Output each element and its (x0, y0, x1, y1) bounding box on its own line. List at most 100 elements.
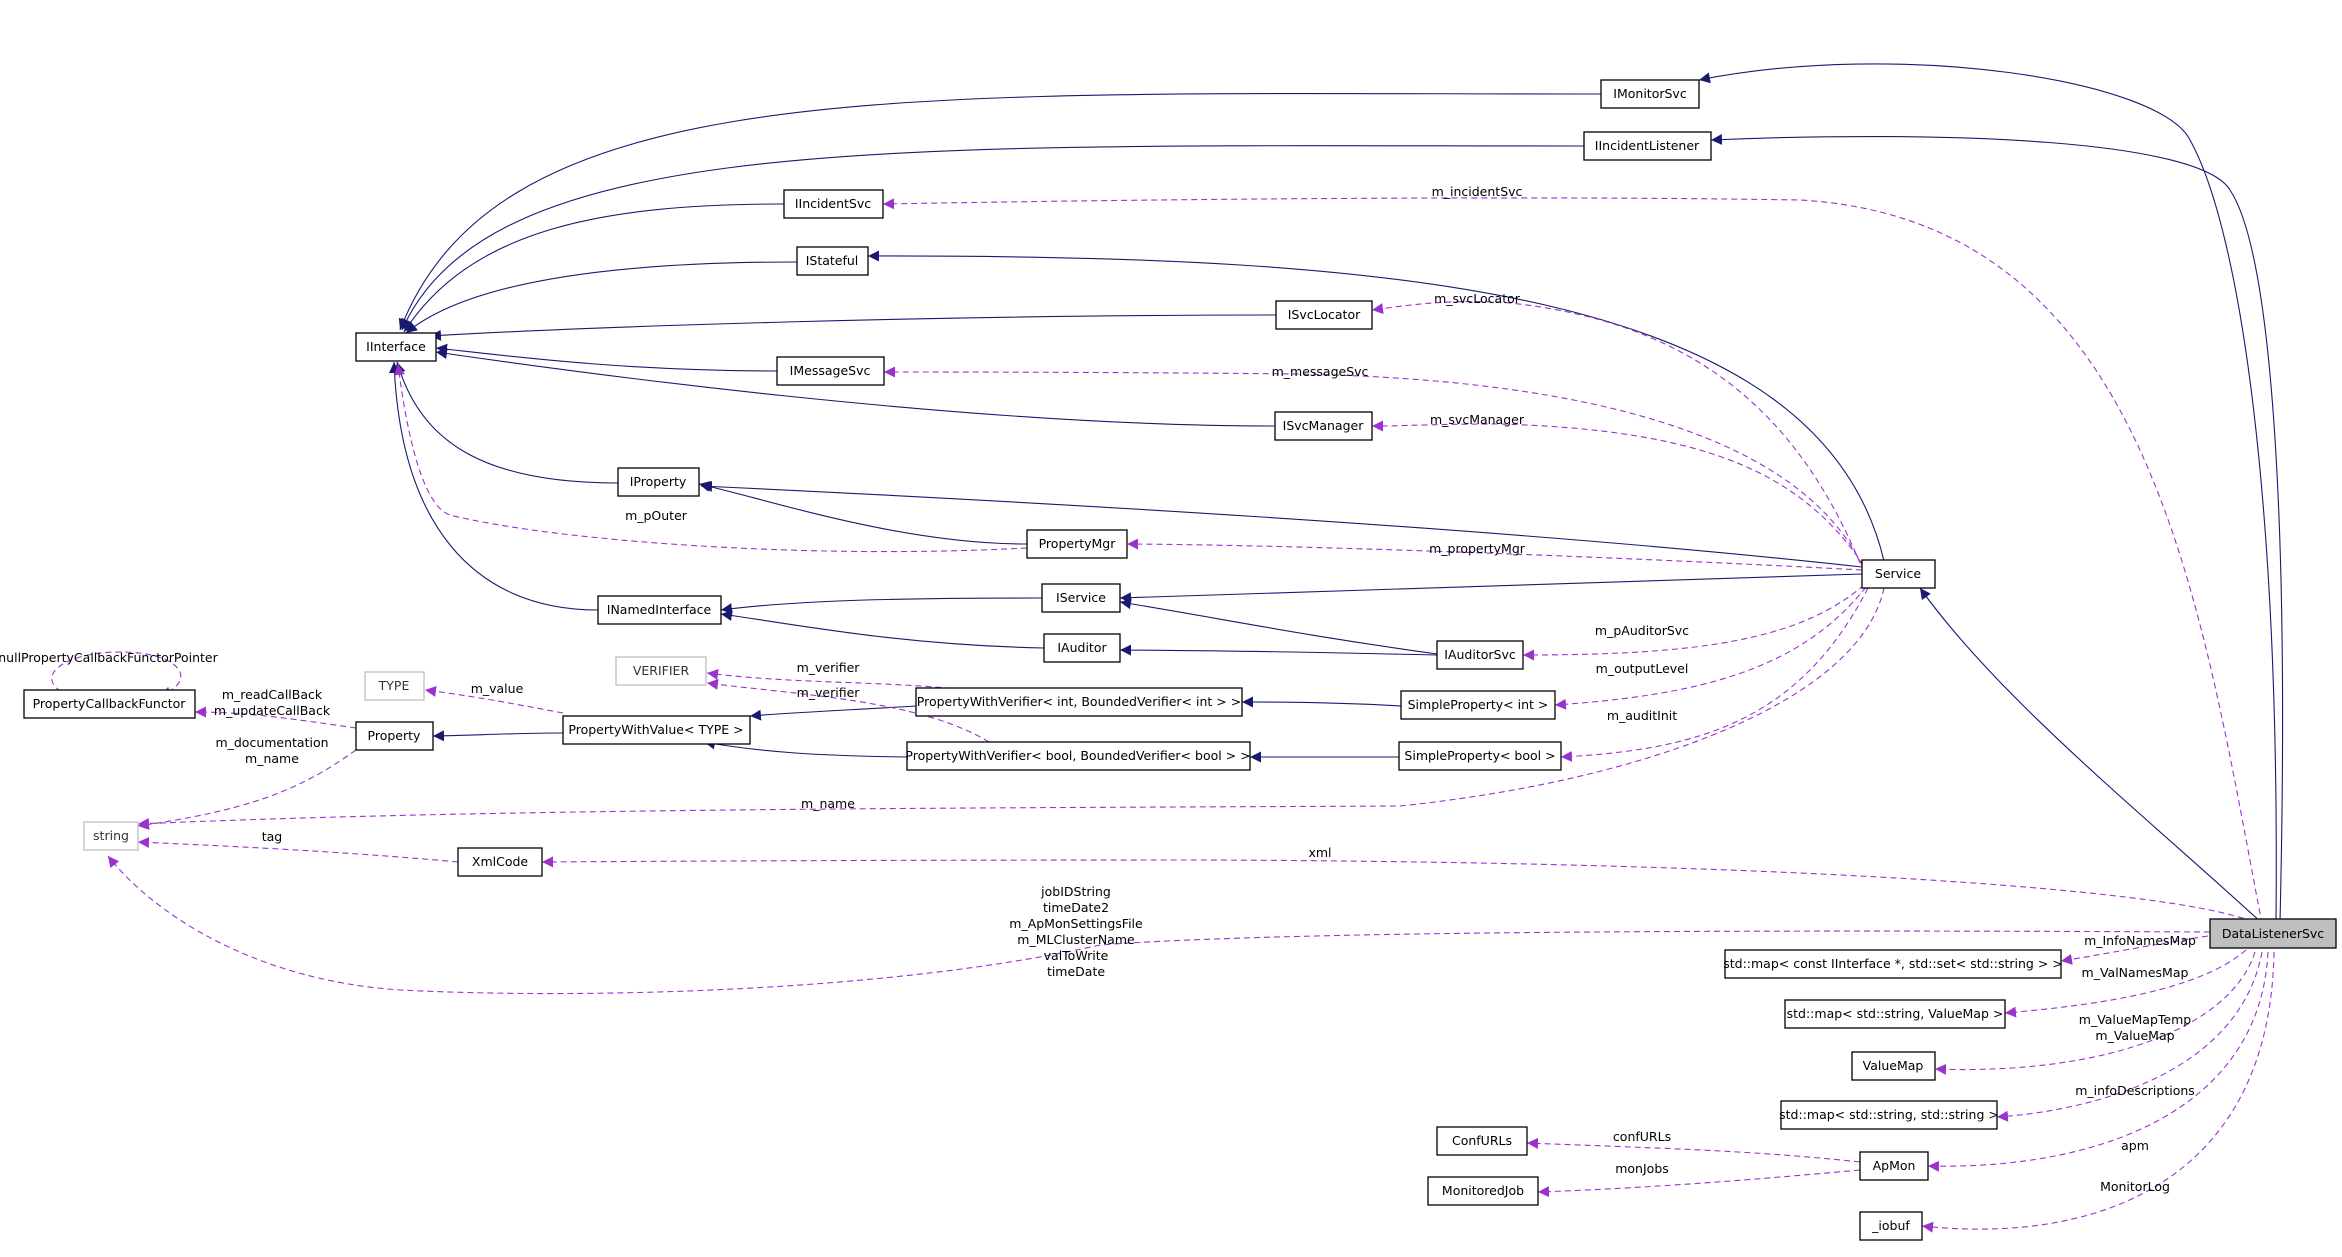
edge-label-m-name-property: m_name (245, 751, 299, 766)
node-label: IMessageSvc (790, 363, 871, 378)
edge-jobid (107, 855, 2211, 995)
node-propertywithverifier-int[interactable]: PropertyWithVerifier< int, BoundedVerifi… (915, 687, 1243, 717)
node-imessagesvc[interactable]: IMessageSvc (776, 356, 885, 386)
node-valuemap[interactable]: ValueMap (1851, 1051, 1936, 1081)
edge-propertymgr-iproperty (698, 481, 1028, 545)
edge-label-m-propertymgr: m_propertyMgr (1429, 541, 1526, 556)
edge-infodescriptions (1996, 951, 2263, 1122)
node-iincidentlistener[interactable]: IIncidentListener (1583, 131, 1712, 161)
node-label: ISvcLocator (1288, 307, 1361, 322)
node-simpleproperty-bool[interactable]: SimpleProperty< bool > (1398, 741, 1562, 771)
usage-edges (51, 197, 2275, 1233)
node-type[interactable]: TYPE (364, 671, 425, 701)
node-xmlcode[interactable]: XmlCode (457, 847, 543, 877)
node-propertycallbackfunctor[interactable]: PropertyCallbackFunctor (23, 689, 196, 719)
edge-label-jobidstring: jobIDString (1040, 884, 1111, 899)
node-label: PropertyWithValue< TYPE > (568, 722, 743, 737)
node-propertywithverifier-bool[interactable]: PropertyWithVerifier< bool, BoundedVerif… (905, 741, 1251, 771)
node-label: IProperty (630, 474, 687, 489)
edge-imessagesvc-iinterface (435, 343, 778, 372)
edge-label-m-infonamesmap: m_InfoNamesMap (2084, 933, 2196, 948)
node-inamedinterface[interactable]: INamedInterface (597, 595, 722, 625)
node-verifier[interactable]: VERIFIER (615, 656, 707, 686)
node-propertymgr[interactable]: PropertyMgr (1026, 529, 1128, 559)
node-iauditorsvc[interactable]: IAuditorSvc (1436, 640, 1524, 670)
edge-imonitorsvc-iinterface (398, 92, 1602, 331)
edge-m-documentation (137, 749, 357, 830)
node-label: VERIFIER (633, 663, 690, 678)
node-label: PropertyWithVerifier< bool, BoundedVerif… (905, 748, 1250, 763)
node-map-string-string[interactable]: std::map< std::string, std::string > (1779, 1100, 1999, 1130)
node-label: IStateful (806, 253, 859, 268)
node-label: PropertyCallbackFunctor (33, 696, 187, 711)
edge-service-iservice (1119, 573, 1863, 604)
edge-m-value (424, 685, 564, 714)
edge-m-name (137, 587, 1885, 830)
node-datalistenersvc[interactable]: DataListenerSvc (2209, 918, 2337, 949)
node-iincidentsvc[interactable]: IIncidentSvc (783, 189, 884, 219)
node-iinterface[interactable]: IInterface (355, 332, 437, 362)
edge-tag (137, 836, 459, 863)
node-label: SimpleProperty< int > (1408, 697, 1549, 712)
edge-datalistener-iincidentlistener (1710, 134, 2284, 923)
node-istateful[interactable]: IStateful (796, 246, 869, 276)
node-label: MonitoredJob (1442, 1183, 1524, 1198)
node-map-string-valuemap[interactable]: std::map< std::string, ValueMap > (1784, 999, 2006, 1029)
edge-label-m-name: m_name (801, 796, 855, 811)
node-iobuf[interactable]: _iobuf (1859, 1211, 1923, 1241)
node-imonitorsvc[interactable]: IMonitorSvc (1600, 79, 1700, 109)
node-label: std::map< const IInterface *, std::set< … (1723, 956, 2063, 971)
edge-service-iproperty (700, 481, 1863, 568)
edge-null-callback (51, 651, 182, 698)
edge-label-xml: xml (1308, 845, 1331, 860)
node-iservice[interactable]: IService (1041, 583, 1121, 613)
node-iproperty[interactable]: IProperty (617, 467, 700, 497)
node-label: ApMon (1873, 1158, 1916, 1173)
node-propertywithvalue[interactable]: PropertyWithValue< TYPE > (562, 715, 751, 745)
node-label: PropertyMgr (1039, 536, 1117, 551)
edge-label-m-verifier-int: m_verifier (797, 660, 861, 675)
edge-label-null-callback: nullPropertyCallbackFunctorPointer (0, 650, 219, 665)
edge-label-m-pouter: m_pOuter (625, 508, 688, 523)
inheritance-edges (388, 63, 2284, 926)
node-label: IMonitorSvc (1613, 86, 1687, 101)
edge-label-m-outputlevel: m_outputLevel (1596, 661, 1689, 676)
edge-apm (1927, 951, 2269, 1172)
node-service[interactable]: Service (1861, 559, 1936, 589)
edge-label-m-pauditorsvc: m_pAuditorSvc (1595, 623, 1689, 638)
edge-pwvint-pwv (749, 705, 917, 721)
edge-iproperty-iinterface (394, 361, 619, 484)
node-isvclocator[interactable]: ISvcLocator (1275, 300, 1373, 330)
edge-service-istateful (867, 250, 1885, 562)
edge-label-m-apmonsettingsfile: m_ApMonSettingsFile (1009, 916, 1143, 931)
node-apmon[interactable]: ApMon (1859, 1151, 1929, 1181)
node-isvcmanager[interactable]: ISvcManager (1274, 411, 1373, 441)
node-monitoredjob[interactable]: MonitoredJob (1427, 1176, 1539, 1206)
edge-valnamesmap (2004, 949, 2247, 1018)
node-property[interactable]: Property (355, 721, 434, 751)
node-label: IAuditor (1057, 640, 1107, 655)
edge-label-monitorlog: MonitorLog (2100, 1179, 2170, 1194)
node-confurls[interactable]: ConfURLs (1436, 1126, 1528, 1156)
node-label: IService (1056, 590, 1106, 605)
edge-label-tag: tag (262, 829, 283, 844)
node-label: ISvcManager (1283, 418, 1365, 433)
edge-m-verifier-bool (706, 678, 990, 743)
edge-iauditorsvc-iauditor (1119, 644, 1438, 656)
edge-iauditor-inamedinterface (720, 610, 1045, 649)
node-map-interface-set[interactable]: std::map< const IInterface *, std::set< … (1723, 949, 2063, 979)
node-label: PropertyWithVerifier< int, BoundedVerifi… (917, 694, 1241, 709)
edge-labels: m_incidentSvc m_svcLocator m_messageSvc … (0, 184, 2196, 1194)
node-label: IIncidentSvc (795, 196, 871, 211)
node-iauditor[interactable]: IAuditor (1043, 633, 1121, 663)
edge-label-m-messagesvc: m_messageSvc (1272, 364, 1369, 379)
edge-label-m-mlclustername: m_MLClusterName (1017, 932, 1135, 947)
node-string[interactable]: string (83, 821, 139, 851)
node-label: IInterface (366, 339, 426, 354)
edge-valuemap (1934, 951, 2256, 1075)
edge-datalistener-service (1919, 587, 2265, 926)
edge-m-pauditorsvc (1522, 584, 1865, 661)
node-simpleproperty-int[interactable]: SimpleProperty< int > (1400, 690, 1556, 720)
edge-pwv-property (432, 730, 564, 742)
